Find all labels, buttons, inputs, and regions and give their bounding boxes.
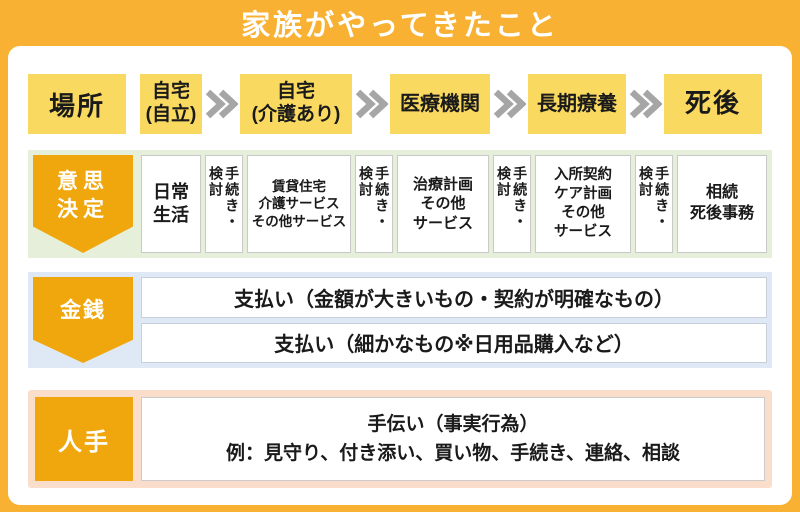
cell-line: 生活 bbox=[153, 205, 189, 225]
money-items: 支払い（金額が大きいもの・契約が明確なもの） 支払い（細かなもの※日用品購入など… bbox=[141, 277, 767, 363]
cell-line: ケア計画 bbox=[554, 186, 612, 203]
stage-medical-institution: 医療機関 bbox=[390, 74, 490, 134]
people-row-label: 人手 bbox=[35, 397, 133, 481]
vertical-text-column: 手続き・ bbox=[654, 166, 671, 230]
stage-line: 医療機関 bbox=[400, 93, 480, 115]
double-chevron-right-icon bbox=[490, 74, 528, 134]
stage-line: 自宅 bbox=[276, 81, 315, 103]
money-item-large-payments: 支払い（金額が大きいもの・契約が明確なもの） bbox=[141, 277, 767, 318]
stage-home-with-care: 自宅 (介護あり) bbox=[240, 74, 352, 134]
cell-line: 入所契約 bbox=[554, 167, 612, 184]
money-row-label: 金銭 bbox=[33, 277, 133, 363]
decision-cell-review-procedures: 手続き・ 検討 bbox=[493, 155, 531, 253]
cell-line: サービス bbox=[412, 214, 473, 232]
title-bar: 家族がやってきたこと bbox=[0, 0, 800, 46]
money-item-small-payments: 支払い（細かなもの※日用品購入など） bbox=[141, 322, 767, 363]
page-title: 家族がやってきたこと bbox=[241, 10, 559, 42]
stage-long-term-care: 長期療養 bbox=[528, 74, 626, 134]
cell-line: サービス bbox=[554, 223, 612, 240]
cell-line: 介護サービス bbox=[258, 196, 340, 212]
vertical-text-column: 検討 bbox=[496, 166, 512, 198]
cell-line: 日常 bbox=[153, 181, 189, 202]
decision-cell-treatment-plan: 治療計画 その他 サービス bbox=[397, 155, 489, 253]
decision-cell-admission-care-plan: 入所契約 ケア計画 その他 サービス bbox=[535, 155, 631, 253]
decision-cells: 日常 生活 手続き・ 検討 賃貸住宅 介護サービス その他サービス 手続き・ 検… bbox=[141, 155, 767, 253]
place-row-label: 場所 bbox=[28, 74, 126, 134]
cell-line: 治療計画 bbox=[412, 175, 473, 193]
cell-line: 賃貸住宅 bbox=[272, 178, 326, 194]
vertical-text-column: 手続き・ bbox=[512, 166, 529, 230]
decision-band: 意思 決定 日常 生活 手続き・ 検討 賃貸住宅 介護サービス その他サービス … bbox=[28, 150, 772, 258]
vertical-text-column: 検討 bbox=[638, 166, 654, 198]
decision-cell-review-procedures: 手続き・ 検討 bbox=[205, 155, 243, 253]
people-help-box: 手伝い（事実行為） 例：見守り、付き添い、買い物、手続き、連絡、相談 bbox=[141, 397, 765, 481]
label-line: 金銭 bbox=[60, 299, 106, 322]
label-line: 決定 bbox=[57, 198, 109, 222]
double-chevron-right-icon bbox=[202, 74, 240, 134]
stage-after-death: 死後 bbox=[664, 74, 762, 134]
stage-home-independent: 自宅 (自立) bbox=[140, 74, 202, 134]
vertical-text-column: 検討 bbox=[358, 166, 374, 198]
cell-line: その他サービス bbox=[251, 213, 347, 229]
stage-line: 長期療養 bbox=[537, 93, 617, 115]
vertical-text-column: 検討 bbox=[208, 166, 224, 198]
cell-line: その他 bbox=[561, 205, 605, 221]
double-chevron-right-icon bbox=[626, 74, 664, 134]
place-row: 場所 自宅 (自立) 自宅 (介護あり) 医療機関 長期療養 死後 bbox=[28, 74, 772, 134]
money-band: 金銭 支払い（金額が大きいもの・契約が明確なもの） 支払い（細かなもの※日用品購… bbox=[28, 272, 772, 368]
decision-cell-review-procedures: 手続き・ 検討 bbox=[355, 155, 393, 253]
cell-line: 死後事務 bbox=[689, 205, 754, 222]
label-line: 意思 bbox=[57, 170, 109, 193]
decision-cell-review-procedures: 手続き・ 検討 bbox=[635, 155, 673, 253]
people-line: 例：見守り、付き添い、買い物、手続き、連絡、相談 bbox=[226, 443, 680, 464]
stage-line: (自立) bbox=[145, 104, 197, 125]
stage-line: (介護あり) bbox=[251, 104, 341, 125]
decision-cell-home-care-services: 賃貸住宅 介護サービス その他サービス bbox=[247, 155, 351, 253]
cell-line: 相続 bbox=[705, 184, 738, 202]
people-band: 人手 手伝い（事実行為） 例：見守り、付き添い、買い物、手続き、連絡、相談 bbox=[28, 390, 772, 488]
content-panel: 場所 自宅 (自立) 自宅 (介護あり) 医療機関 長期療養 死後 bbox=[8, 46, 792, 505]
people-line: 手伝い（事実行為） bbox=[367, 413, 539, 435]
vertical-text-column: 手続き・ bbox=[374, 166, 391, 230]
decision-row-label: 意思 決定 bbox=[33, 155, 133, 253]
double-chevron-right-icon bbox=[352, 74, 390, 134]
vertical-text-column: 手続き・ bbox=[224, 166, 241, 230]
stage-line: 自宅 bbox=[151, 81, 190, 103]
cell-line: その他 bbox=[420, 195, 466, 213]
decision-cell-inheritance-affairs: 相続 死後事務 bbox=[677, 155, 767, 253]
decision-cell-daily-life: 日常 生活 bbox=[141, 155, 201, 253]
stage-line: 死後 bbox=[684, 88, 741, 119]
